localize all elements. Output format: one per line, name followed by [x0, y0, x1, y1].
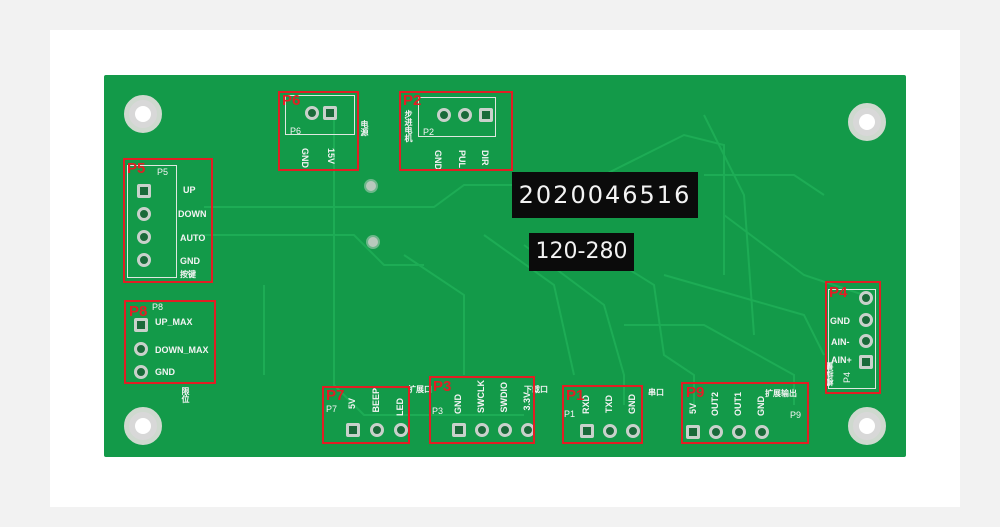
p6-pin	[305, 106, 319, 120]
p7-tag: P7	[326, 387, 345, 404]
p2-pin-label: DIR	[480, 150, 490, 166]
p4-outline	[828, 289, 876, 389]
p2-tag: P2	[403, 92, 422, 109]
p4-highlight	[825, 281, 881, 394]
p6-silk: P6	[290, 126, 302, 136]
p2-pin	[458, 108, 472, 122]
p5-pin-label: GND	[180, 256, 200, 266]
p4-pin	[859, 291, 873, 305]
p7-pin	[370, 423, 384, 437]
p5-pin	[137, 184, 151, 198]
p6-tag: P6	[282, 92, 301, 109]
mounting-hole-bottom-left	[124, 407, 162, 445]
p9-silk: P9	[790, 410, 802, 420]
p2-cn-label: 步进电机	[404, 110, 413, 142]
p6-pin	[323, 106, 337, 120]
p8-pin-label: GND	[155, 367, 175, 377]
serial-label: 2020046516	[512, 172, 698, 218]
p1-highlight	[562, 385, 643, 444]
p8-pin-label: DOWN_MAX	[155, 345, 209, 355]
p1-silk: P1	[564, 409, 576, 419]
p3-pin	[498, 423, 512, 437]
p8-highlight	[124, 300, 216, 384]
p3-pin	[452, 423, 466, 437]
p4-pin-label: AIN+	[831, 355, 852, 365]
p7-pin	[394, 423, 408, 437]
model-label: 120-280	[529, 233, 634, 271]
p8-pin	[134, 318, 148, 332]
mounting-hole-top-right	[848, 103, 886, 141]
p5-pin	[137, 207, 151, 221]
pcb-board: 2020046516 120-280	[104, 75, 906, 457]
p2-highlight	[399, 91, 513, 171]
p1-cn-label: 串口	[648, 388, 664, 397]
p5-highlight	[123, 158, 213, 283]
p4-tag: P4	[829, 284, 848, 301]
p3-cn-label: 下载口	[524, 385, 548, 394]
p4-pin	[859, 355, 873, 369]
p5-tag: P5	[127, 160, 146, 177]
via	[366, 235, 380, 249]
p4-pin	[859, 334, 873, 348]
p7-highlight	[322, 386, 410, 444]
via	[364, 179, 378, 193]
p3-silk: P3	[432, 406, 444, 416]
p4-pin	[859, 313, 873, 327]
p5-outline	[127, 165, 177, 278]
p7-pin	[346, 423, 360, 437]
p8-pin	[134, 365, 148, 379]
mounting-hole-top-left	[124, 95, 162, 133]
p9-pin	[686, 425, 700, 439]
p1-tag: P1	[566, 387, 585, 404]
p2-outline	[418, 97, 496, 137]
p9-pin	[709, 425, 723, 439]
p6-highlight	[278, 91, 359, 171]
p6-outline	[285, 95, 355, 135]
p4-pin-label: GND	[830, 316, 850, 326]
p5-pin	[137, 230, 151, 244]
p6-cn-label: 电源	[360, 120, 369, 136]
p1-pin	[626, 424, 640, 438]
p5-pin	[137, 253, 151, 267]
p8-cn-label: 限位	[181, 387, 190, 403]
p8-pin-label: UP_MAX	[155, 317, 193, 327]
p6-pin-label: 15V	[326, 148, 336, 165]
p9-tag: P9	[686, 384, 705, 401]
p9-pin	[732, 425, 746, 439]
p9-cn-label: 扩展输出	[765, 389, 797, 398]
p8-tag: P8	[129, 303, 148, 320]
p8-silk: P8	[152, 302, 164, 312]
p2-pin	[437, 108, 451, 122]
p7-cn-label: 扩展口	[408, 385, 432, 394]
p5-cn-label: 按键	[180, 270, 196, 279]
p2-pin	[479, 108, 493, 122]
p9-highlight	[681, 382, 809, 444]
p2-pin-label: PUL	[457, 150, 467, 168]
p9-pin	[755, 425, 769, 439]
p7-silk: P7	[326, 404, 338, 414]
p5-pin-label: UP	[183, 185, 196, 195]
p5-pin-label: DOWN	[178, 209, 207, 219]
p1-pin	[580, 424, 594, 438]
p2-silk: P2	[423, 127, 435, 137]
p8-pin	[134, 342, 148, 356]
p5-pin-label: AUTO	[180, 233, 206, 243]
p4-pin-label: AIN-	[831, 337, 850, 347]
p6-pin-label: GND	[300, 148, 310, 168]
mounting-hole-bottom-right	[848, 407, 886, 445]
p3-tag: P3	[433, 378, 452, 395]
p1-pin	[603, 424, 617, 438]
p5-silk: P5	[157, 167, 169, 177]
p3-pin	[475, 423, 489, 437]
p3-highlight	[429, 376, 535, 444]
p2-pin-label: GND	[433, 150, 443, 170]
